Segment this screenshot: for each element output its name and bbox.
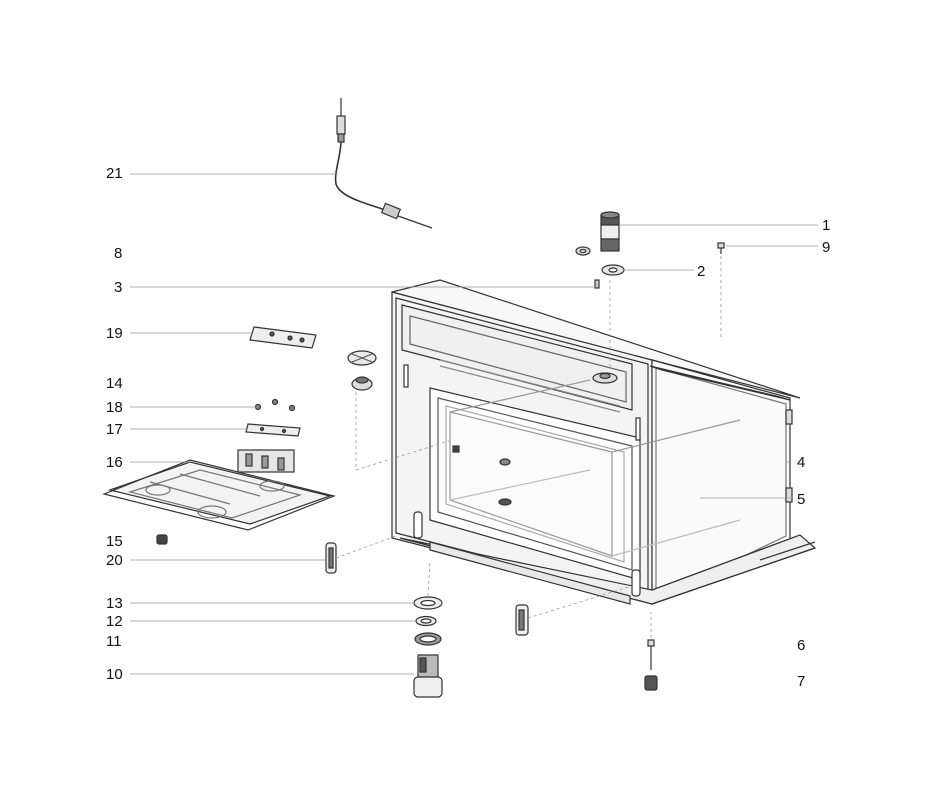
part-21-probe	[334, 98, 433, 229]
part-13-ring	[413, 596, 443, 610]
callout-18: 18	[106, 399, 123, 416]
callout-14: 14	[106, 375, 123, 392]
part-14-fan-gasket	[347, 350, 377, 391]
part-3-screw	[594, 279, 600, 289]
callout-9: 9	[822, 239, 831, 256]
callout-1: 1	[822, 217, 831, 234]
part-8-nut	[575, 246, 591, 256]
part-latch-lower	[515, 604, 529, 636]
part-19-bracket	[249, 326, 317, 349]
part-7-foot	[644, 675, 658, 691]
part-2-washer	[601, 264, 625, 276]
part-17-plate	[245, 423, 301, 437]
part-9-screw	[717, 242, 725, 254]
callout-20: 20	[106, 552, 123, 569]
part-1-knob	[600, 211, 620, 252]
callout-10: 10	[106, 666, 123, 683]
callout-3: 3	[114, 279, 123, 296]
part-6-screw	[647, 639, 655, 670]
callout-4: 4	[797, 454, 806, 471]
callout-15: 15	[106, 533, 123, 550]
callout-19: 19	[106, 325, 123, 342]
callout-5: 5	[797, 491, 806, 508]
callout-17: 17	[106, 421, 123, 438]
part-15-nut	[156, 534, 168, 545]
callout-13: 13	[106, 595, 123, 612]
callout-16: 16	[106, 454, 123, 471]
part-18-screws	[254, 398, 296, 412]
callout-21: 21	[106, 165, 123, 182]
part-10-lamp-holder	[413, 654, 443, 698]
part-16-heating-element	[102, 449, 336, 531]
callout-8: 8	[114, 245, 123, 262]
callout-6: 6	[797, 637, 806, 654]
oven-cavity	[391, 279, 817, 605]
part-20-latch	[325, 542, 337, 574]
callout-7: 7	[797, 673, 806, 690]
callout-2: 2	[697, 263, 706, 280]
callout-11: 11	[106, 633, 122, 650]
part-11-ring	[414, 632, 442, 646]
callout-12: 12	[106, 613, 123, 630]
part-12-ring	[415, 615, 437, 627]
